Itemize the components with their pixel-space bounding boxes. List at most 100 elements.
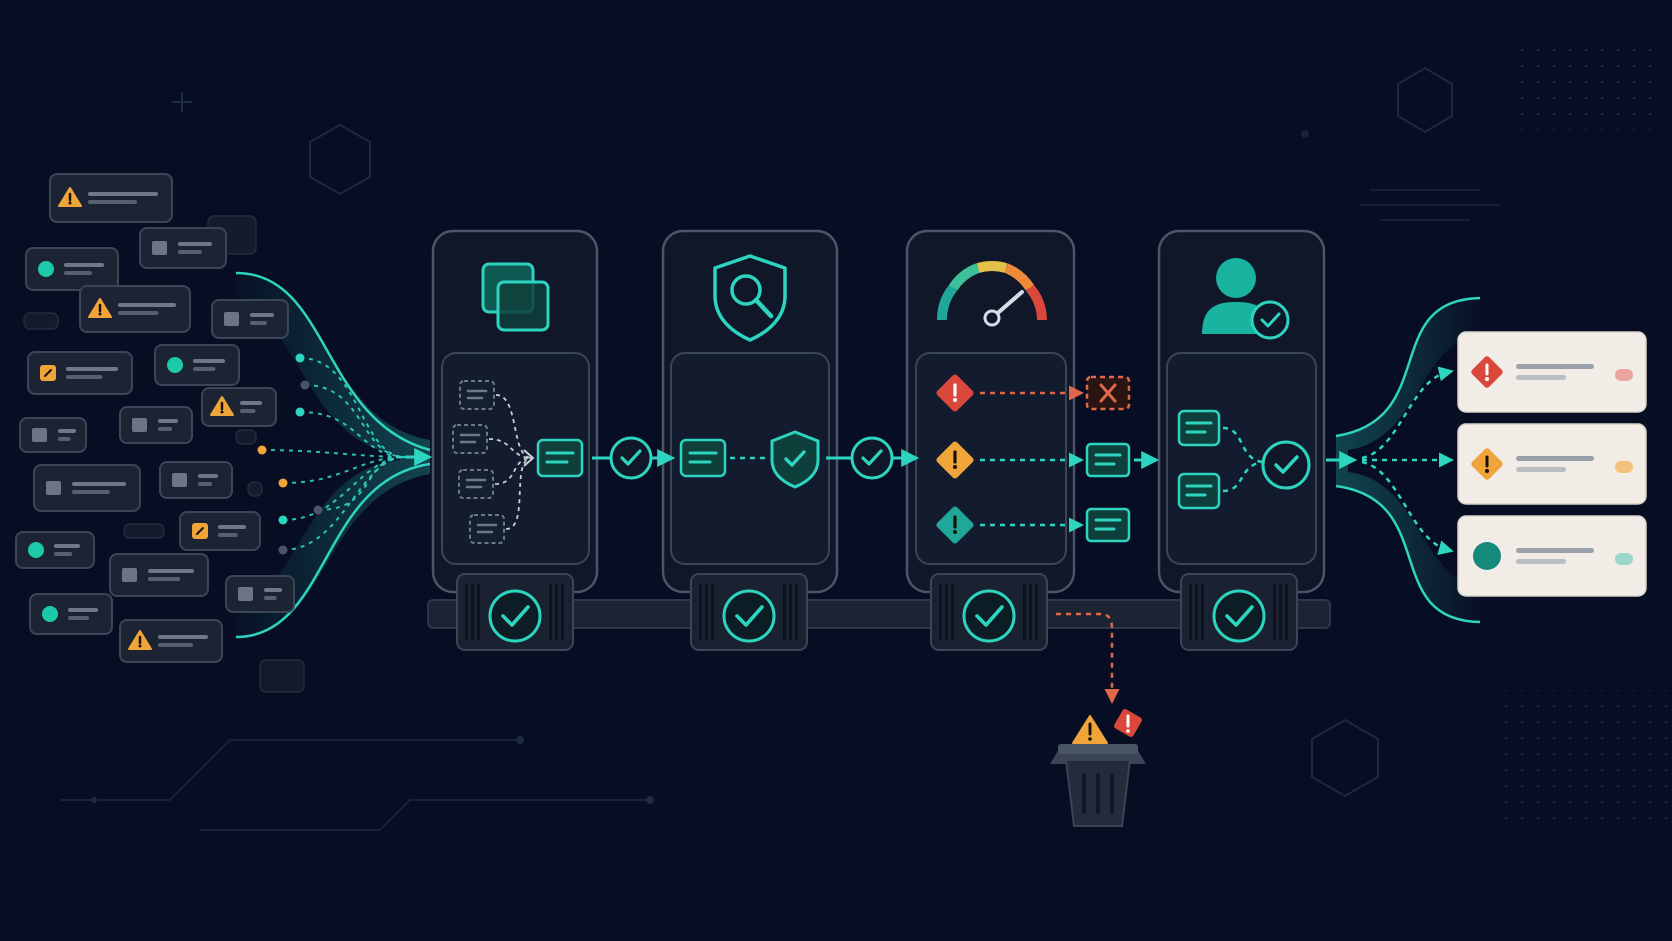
flow-dot xyxy=(278,515,288,525)
text-line xyxy=(264,588,282,592)
output-alerts xyxy=(1457,331,1647,597)
text-line xyxy=(198,474,218,478)
text-line xyxy=(178,250,202,254)
plus-decoration xyxy=(172,92,192,112)
speed-gauge-icon xyxy=(936,261,1047,327)
text-line xyxy=(118,311,159,315)
flow-dot xyxy=(278,545,288,555)
text-line xyxy=(88,192,158,196)
input-alerts-cloud xyxy=(15,173,305,693)
duplicate-doc-icon xyxy=(469,514,505,544)
text-line xyxy=(1516,364,1594,369)
input-alert-card xyxy=(79,285,191,333)
stage-gate-verify xyxy=(690,573,808,651)
ghost-card xyxy=(247,481,263,497)
square-icon xyxy=(32,428,47,442)
priority-tag xyxy=(1615,369,1633,381)
reject-box-icon xyxy=(1085,375,1131,411)
flow-dot xyxy=(295,407,305,417)
critical-diamond-icon xyxy=(936,374,974,412)
square-icon xyxy=(46,481,61,495)
flow-line xyxy=(282,456,406,484)
text-line xyxy=(1516,375,1566,380)
teal-dot-icon xyxy=(1473,542,1501,570)
teal-dot-icon xyxy=(38,261,54,277)
input-alert-card xyxy=(225,575,295,613)
text-line xyxy=(148,569,194,573)
priority-route xyxy=(936,506,1131,544)
duplicate-docs xyxy=(452,380,535,544)
text-line xyxy=(66,367,118,371)
line-decoration xyxy=(1360,189,1500,221)
text-line xyxy=(68,616,89,620)
text-line xyxy=(148,577,181,581)
ghost-card xyxy=(123,523,165,539)
merge-line xyxy=(505,457,533,530)
flow-line xyxy=(299,411,406,458)
critical-diamond-icon xyxy=(1471,356,1503,388)
priority-route xyxy=(936,374,1131,412)
info-diamond-icon xyxy=(936,506,974,544)
input-alert-card xyxy=(119,406,193,444)
input-alert-card xyxy=(27,351,133,395)
check-circle-icon xyxy=(850,436,894,480)
hexagon-decoration xyxy=(309,123,371,196)
priority-routes xyxy=(936,374,1131,544)
text-line xyxy=(1516,548,1594,553)
text-line xyxy=(58,437,71,441)
user-check-icon xyxy=(1202,258,1290,340)
teal-dot-icon xyxy=(28,542,44,558)
stage-assign xyxy=(1157,229,1326,594)
input-alert-card xyxy=(159,461,233,499)
stage-gate-prioritize xyxy=(930,573,1048,651)
assign-doc-icon xyxy=(1177,409,1221,447)
shield-search-icon xyxy=(713,254,787,342)
input-alert-card xyxy=(211,299,289,339)
square-icon xyxy=(238,587,253,601)
shield-check-icon xyxy=(770,430,820,489)
ghost-card xyxy=(23,312,59,330)
warning-diamond-icon xyxy=(1471,448,1503,480)
duplicate-doc-icon xyxy=(459,380,495,410)
square-icon xyxy=(172,473,187,487)
assign-check-icon xyxy=(1261,440,1311,490)
text-line xyxy=(178,242,212,246)
text-line xyxy=(88,200,137,204)
input-alert-card xyxy=(25,247,119,291)
text-line xyxy=(240,409,256,413)
input-alert-card xyxy=(154,344,240,386)
input-flow-lines xyxy=(261,357,406,551)
text-line xyxy=(68,608,98,612)
status-check-icon xyxy=(488,589,542,643)
text-line xyxy=(240,401,262,405)
teal-dot-icon xyxy=(42,606,58,622)
merged-doc-icon xyxy=(536,438,584,478)
text-line xyxy=(118,303,176,307)
stage-dedupe xyxy=(431,229,599,594)
dot-grid-decoration xyxy=(1500,690,1670,820)
text-line xyxy=(158,427,172,431)
warning-diamond-icon xyxy=(936,441,974,479)
flow-line xyxy=(282,456,406,521)
trash-bin-icon xyxy=(1050,744,1146,827)
dot-grid-decoration xyxy=(1510,40,1660,130)
priority-tag xyxy=(1615,553,1633,565)
input-alert-card xyxy=(15,531,95,569)
flow-dot xyxy=(300,380,310,390)
doc-icon xyxy=(679,438,727,478)
warning-triangle-icon xyxy=(58,187,82,207)
text-line xyxy=(193,367,216,371)
status-check-icon xyxy=(1212,589,1266,643)
input-alert-card xyxy=(49,173,173,223)
text-line xyxy=(72,482,126,486)
input-flow-dots xyxy=(257,353,323,555)
text-line xyxy=(250,313,274,317)
flow-line xyxy=(299,357,406,458)
input-alert-card xyxy=(29,593,113,635)
critical-diamond-icon xyxy=(1114,709,1142,737)
text-line xyxy=(1516,559,1566,564)
pipeline-stages xyxy=(431,229,1326,594)
flow-line xyxy=(261,449,406,458)
square-icon xyxy=(224,312,239,326)
